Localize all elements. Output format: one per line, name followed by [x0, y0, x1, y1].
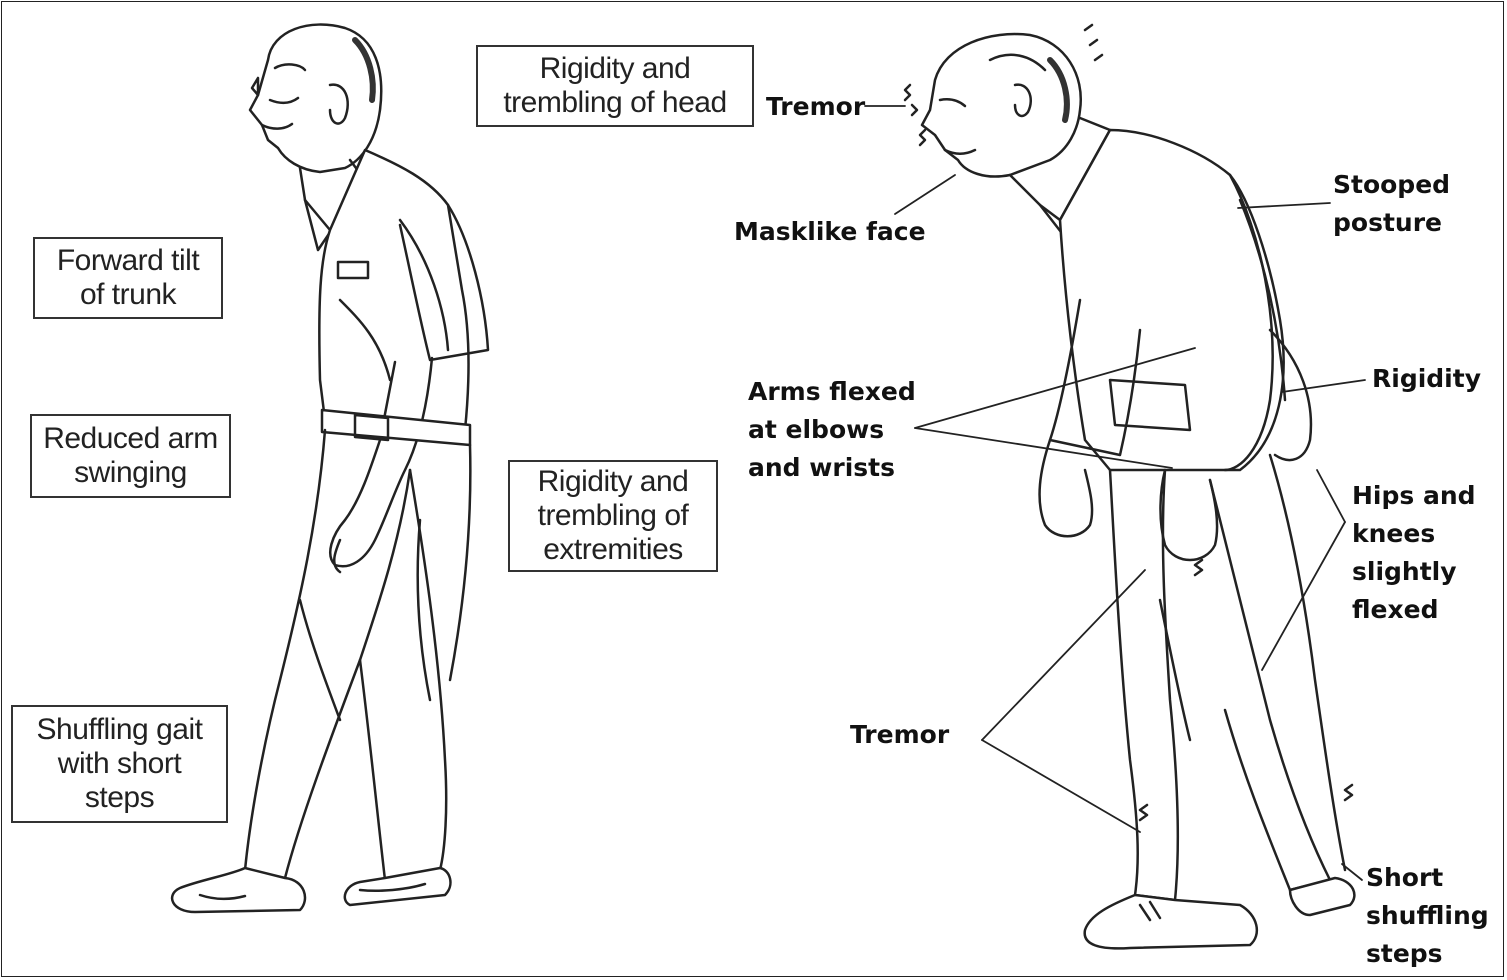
- label-masklike-face: Masklike face: [734, 213, 926, 251]
- label-tremor-legs: Tremor: [850, 716, 949, 754]
- label-box-head: Rigidity and trembling of head: [476, 45, 754, 127]
- label-hips-knees: Hips and knees slightly flexed: [1352, 477, 1476, 629]
- label-box-arm: Reduced arm swinging: [30, 414, 231, 498]
- label-tremor-head: Tremor: [766, 88, 865, 126]
- label-arms-flexed: Arms flexed at elbows and wrists: [748, 373, 916, 487]
- label-rigidity: Rigidity: [1372, 360, 1481, 398]
- label-box-extremities: Rigidity and trembling of extremities: [508, 460, 718, 572]
- label-stooped-posture: Stooped posture: [1333, 166, 1450, 242]
- label-box-gait: Shuffling gait with short steps: [11, 705, 228, 823]
- label-box-trunk: Forward tilt of trunk: [33, 237, 223, 319]
- label-short-steps: Short shuffling steps: [1366, 859, 1489, 973]
- right-man-illustration: [905, 25, 1354, 948]
